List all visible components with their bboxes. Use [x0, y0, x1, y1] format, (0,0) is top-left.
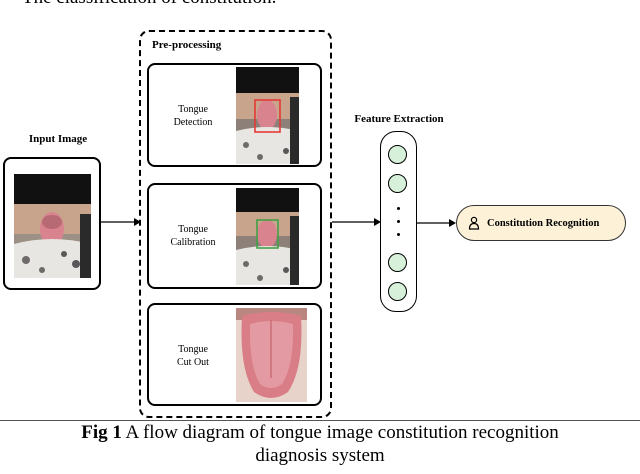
feature-extraction-label: Feature Extraction	[354, 113, 444, 125]
arrow-input-to-preprocess	[101, 218, 141, 226]
cutout-label: Tongue Cut Out	[155, 343, 231, 369]
clipped-top-text: The classification of constitution.	[22, 0, 622, 9]
feature-node-1	[388, 145, 407, 164]
cutout-label-line2: Cut Out	[177, 357, 209, 368]
calibration-label-line1: Tongue	[178, 224, 208, 235]
cutout-label-line1: Tongue	[178, 344, 208, 355]
calibration-label-line2: Calibration	[170, 237, 216, 248]
caption-rule	[0, 420, 640, 421]
figure-caption: Fig 1 A flow diagram of tongue image con…	[0, 421, 640, 467]
calibration-box: Tongue Calibration	[147, 183, 322, 289]
caption-line2: diagnosis system	[255, 445, 385, 466]
calibration-label: Tongue Calibration	[155, 223, 231, 249]
cutout-photo	[236, 308, 307, 402]
ellipsis-dot-2	[397, 220, 400, 223]
calibration-photo	[236, 188, 299, 285]
caption-figure-number: Fig 1	[81, 422, 122, 443]
arrow-preprocess-to-features	[332, 218, 381, 226]
constitution-recognition-node: Constitution Recognition	[456, 205, 626, 241]
detection-label: Tongue Detection	[155, 103, 231, 129]
preprocessing-group	[139, 30, 332, 418]
constitution-recognition-label: Constitution Recognition	[487, 217, 600, 229]
cutout-box: Tongue Cut Out	[147, 303, 322, 406]
feature-node-4	[388, 282, 407, 301]
detection-photo	[236, 67, 299, 164]
feature-node-2	[388, 174, 407, 193]
input-image-label: Input Image	[28, 133, 88, 145]
ellipsis-dot-1	[397, 207, 400, 210]
detection-label-line2: Detection	[173, 117, 213, 128]
preprocessing-label: Pre-processing	[152, 39, 222, 51]
caption-line1: Fig 1 A flow diagram of tongue image con…	[0, 421, 640, 444]
person-icon	[468, 216, 480, 230]
ellipsis-dot-3	[397, 233, 400, 236]
detection-bbox	[254, 99, 281, 133]
caption-text-1: A flow diagram of tongue image constitut…	[121, 422, 559, 443]
feature-node-3	[388, 253, 407, 272]
arrow-features-to-recognition	[417, 219, 456, 227]
detection-box: Tongue Detection	[147, 63, 322, 167]
input-image-box	[3, 157, 101, 290]
input-face-photo	[14, 174, 91, 278]
calibration-bbox	[256, 219, 279, 249]
feature-vector	[380, 131, 417, 312]
detection-label-line1: Tongue	[178, 104, 208, 115]
